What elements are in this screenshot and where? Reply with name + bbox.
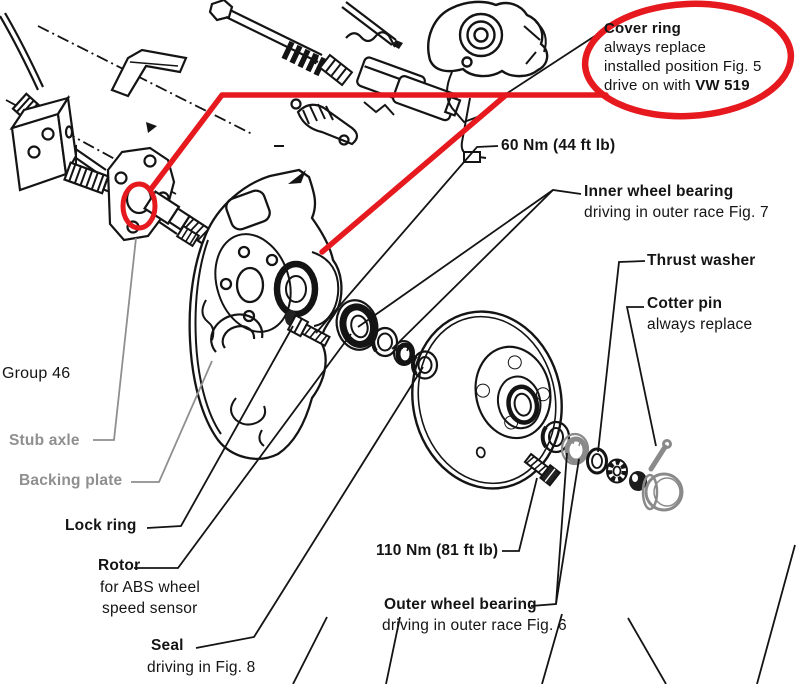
cover-ring-line4: drive on with VW 519 [604,77,750,94]
cropped-leader-stubs [292,544,796,684]
leader-cotter-pin [625,306,657,447]
leader-lines [134,29,796,684]
leader-outer-bearing-2 [555,458,580,605]
leader-inner-bearing [357,189,582,328]
plate-top-tab [288,170,306,184]
label-thrust-washer: Thrust washer [647,252,756,269]
plate-window [225,189,271,231]
plate-inner-rim [194,239,222,435]
pad-spring-clip [345,31,396,48]
coil-spring [281,40,327,77]
cover-ring-line3: installed position Fig. 5 [604,58,762,75]
red-annotation [120,0,795,255]
lug-hole [475,383,490,398]
axle-threads [181,218,215,245]
plate-ripples [201,299,267,447]
label-torque-110: 110 Nm (81 ft lb) [376,542,499,559]
retainer-clip [363,101,395,116]
dust-cap [641,472,684,512]
parking-brake-cable-group [0,12,284,235]
label-outer-bearing: Outer wheel bearing [384,596,537,613]
label-outer-bearing-desc: driving in outer race Fig. 6 [382,617,567,634]
cable-line [4,12,44,88]
label-seal-desc: driving in Fig. 8 [147,659,256,676]
brake-rotor-disc [411,310,563,490]
bolt-110nm [523,452,562,487]
cable-line [0,15,39,91]
red-pointer-branch [319,92,509,255]
red-callout-oval [581,0,795,120]
rotor-hub-face [474,345,552,440]
label-cotter-pin: Cotter pin [647,295,723,312]
brake-pad [392,75,462,122]
red-part-circle [120,181,158,231]
label-cotter-pin-desc: always replace [647,316,753,333]
label-stub-axle: Stub axle [9,432,80,449]
leader-inner-bearing-2 [391,189,554,350]
plate-outline [188,168,343,460]
backing-plate-drawing [175,168,343,460]
thrust-washer-part [586,447,608,475]
sleeve-pin [318,53,354,87]
tool-number: VW 519 [695,77,750,94]
hub-housing [311,251,340,327]
lug-hole [507,355,522,370]
leader-thrust-washer [597,260,646,453]
cover-ring-callout: Cover ring always replace installed posi… [604,19,762,95]
leader-60nm [315,145,499,334]
abs-rotor-ring [335,299,379,351]
leader-backing-plate [131,360,213,483]
cable-entry [175,224,201,248]
outer-wheel-bearing-part [560,432,590,466]
label-lock-ring: Lock ring [65,517,137,534]
flange-bore [235,266,265,304]
handbrake-lever [290,98,359,146]
small-mark [146,122,157,133]
bearing-race-ring [371,326,399,358]
leader-seal [195,366,424,649]
rod [341,1,397,46]
label-seal: Seal [151,637,184,654]
lug-hole [536,387,551,402]
label-rotor-desc2: speed sensor [102,600,198,617]
horseshoe-slot [210,313,264,353]
leader-lock-ring [146,325,294,529]
label-torque-60: 60 Nm (44 ft lb) [501,137,616,154]
label-rotor-desc1: for ABS wheel [100,579,200,596]
red-pointer-line [148,92,609,192]
leader-cover-ring [505,29,605,95]
outer-seal-ring [540,420,571,454]
label-backing-plate: Backing plate [19,472,123,489]
caliper-piston [458,12,504,58]
cover-ring-title: Cover ring [604,20,682,37]
label-rotor: Rotor [98,557,141,574]
leader-lines-muted [93,237,213,483]
label-inner-bearing-desc: driving in outer race Fig. 7 [584,204,769,221]
cable-bracket-box [9,94,78,192]
leader-stub-axle [93,237,137,441]
leader-rotor [134,333,352,569]
lug-hole [504,415,519,430]
brake-caliper [427,0,549,78]
rotor-center-bore [506,384,540,425]
flange-circle [214,233,292,333]
cover-ring-line2: always replace [604,39,707,56]
label-group-46: Group 46 [2,365,71,382]
leader-110nm [502,477,538,552]
axle-nut [606,458,628,484]
label-inner-bearing: Inner wheel bearing [584,183,734,200]
cotter-pin-part [648,439,672,472]
bolt-head [208,0,234,22]
inner-wheel-bearing-part [393,340,415,366]
z-bracket [110,48,188,98]
